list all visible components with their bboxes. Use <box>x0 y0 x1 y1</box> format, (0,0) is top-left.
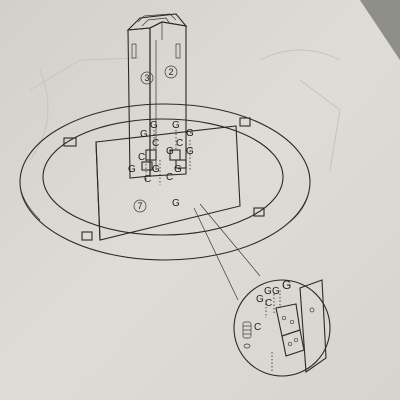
corner-bracket <box>175 159 187 169</box>
ring-bracket <box>239 117 251 127</box>
hardware-label-g: G <box>172 198 180 209</box>
hardware-label-c: C <box>176 138 183 149</box>
hardware-label-g: G <box>186 128 194 139</box>
page-shadow <box>360 0 400 60</box>
panel-part: 7 G <box>95 125 241 241</box>
hardware-label-g: G <box>174 164 182 175</box>
panel-part-number: 7 <box>137 201 142 211</box>
detail-corner-bracket <box>281 329 305 357</box>
left-post-part-number: 3 <box>144 73 149 83</box>
ring-frame <box>19 103 311 261</box>
detail-label-g: G <box>282 278 291 292</box>
corner-bracket <box>169 149 181 161</box>
post-assembly: 3 2 <box>126 13 188 179</box>
hardware-label-c: C <box>138 152 145 163</box>
post-slot <box>175 43 181 59</box>
hardware-label-g: G <box>128 164 136 175</box>
ghost-lines <box>29 49 341 171</box>
ring-bracket <box>81 231 93 241</box>
detail-zoom-circle: G G G G C C <box>233 278 331 377</box>
corner-bracket <box>141 161 153 171</box>
detail-label-c: C <box>254 322 261 333</box>
detail-label-g: G <box>256 294 264 305</box>
part-number-circle <box>133 199 147 213</box>
hardware-label-c: C <box>166 172 173 183</box>
detail-label-c: C <box>265 298 272 309</box>
part-number-circle <box>140 71 154 85</box>
detail-nut <box>243 343 251 349</box>
hardware-label-c: C <box>152 138 159 149</box>
detail-label-g: G <box>264 286 272 297</box>
ring-bracket <box>63 137 77 147</box>
hardware-label-g: G <box>172 120 180 131</box>
right-post-part-number: 2 <box>168 67 173 77</box>
hardware-label-g: G <box>140 129 148 140</box>
part-number-circle <box>164 65 178 79</box>
detail-label-g: G <box>272 286 280 297</box>
hardware-label-c: C <box>144 174 151 185</box>
detail-leader-lines <box>193 203 261 301</box>
post-slot <box>131 43 137 59</box>
hardware-cluster: G G G G C C G G C G G G C C <box>128 120 194 185</box>
hardware-label-g: G <box>150 120 158 131</box>
ring-bracket <box>253 207 265 217</box>
hardware-label-g: G <box>152 164 160 175</box>
